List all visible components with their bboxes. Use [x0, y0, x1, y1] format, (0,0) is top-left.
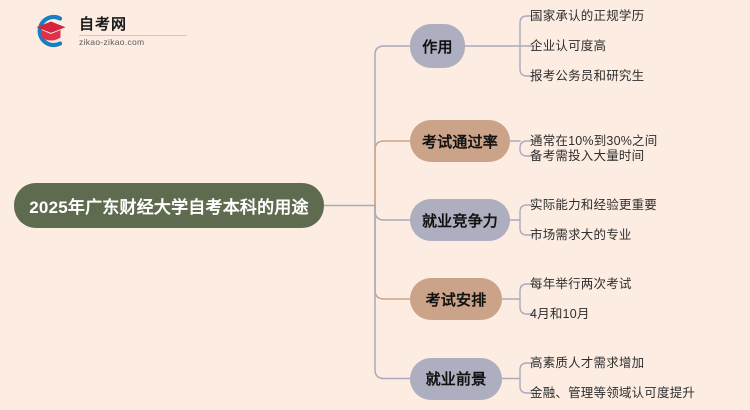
root-node[interactable]: 2025年广东财经大学自考本科的用途 — [14, 183, 324, 228]
leaf-label[interactable]: 国家承认的正规学历 — [530, 8, 645, 23]
leaf-label[interactable]: 企业认可度高 — [530, 38, 607, 53]
branch-node-2[interactable]: 考试通过率 — [410, 120, 510, 162]
site-logo[interactable]: 自考网 zikao-zikao.com — [30, 12, 187, 50]
branch-node-label: 考试安排 — [425, 291, 487, 309]
branch-node-label: 考试通过率 — [421, 133, 498, 151]
leaf-label[interactable]: 4月和10月 — [530, 306, 590, 321]
root-node-label: 2025年广东财经大学自考本科的用途 — [29, 198, 309, 217]
leaf-label[interactable]: 市场需求大的专业 — [530, 227, 632, 242]
leaf-label[interactable]: 每年举行两次考试 — [530, 276, 632, 291]
leaf-label[interactable]: 备考需投入大量时间 — [530, 148, 645, 163]
branch-node-label: 作用 — [422, 38, 453, 56]
logo-url: zikao-zikao.com — [79, 37, 145, 48]
leaf-label[interactable]: 实际能力和经验更重要 — [530, 197, 658, 212]
branch-node-4[interactable]: 考试安排 — [410, 278, 502, 320]
leaf-label[interactable]: 报考公务员和研究生 — [530, 68, 645, 83]
leaf-label[interactable]: 高素质人才需求增加 — [530, 355, 645, 370]
branch-node-label: 就业前景 — [425, 371, 487, 388]
logo-name: 自考网 — [79, 16, 128, 34]
logo-divider — [79, 35, 187, 37]
leaf-label[interactable]: 通常在10%到30%之间 — [530, 133, 658, 148]
branch-node-3[interactable]: 就业竞争力 — [410, 199, 510, 241]
branch-node-label: 就业竞争力 — [421, 212, 498, 230]
graduation-cap-logo-icon — [30, 12, 72, 50]
leaf-label[interactable]: 金融、管理等领域认可度提升 — [530, 385, 696, 400]
branch-node-5[interactable]: 就业前景 — [410, 357, 502, 400]
branch-node-1[interactable]: 作用 — [410, 24, 465, 68]
